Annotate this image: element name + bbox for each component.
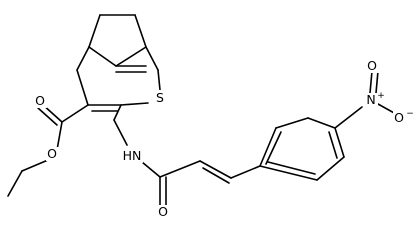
amide-oxygen-label: O xyxy=(158,204,168,219)
bond xyxy=(328,131,338,159)
bond xyxy=(113,119,128,146)
bond xyxy=(259,127,277,167)
molecule-structure-canvas: S O O HN O O N + O − xyxy=(7,14,414,219)
bond xyxy=(88,46,117,67)
bond xyxy=(157,69,161,91)
bond xyxy=(21,159,49,172)
bond xyxy=(113,104,122,121)
bond xyxy=(76,69,89,106)
bond xyxy=(56,121,63,151)
nitro-oxygen-top-label: O xyxy=(367,58,377,73)
bond xyxy=(267,161,316,175)
bond xyxy=(120,102,149,106)
bond xyxy=(375,70,379,94)
bond xyxy=(88,14,101,48)
bond xyxy=(115,46,147,67)
bond xyxy=(307,117,336,129)
bond xyxy=(369,70,373,94)
bond xyxy=(7,170,23,197)
bond xyxy=(76,46,90,71)
nitro-oxygen-right-label: O xyxy=(394,110,404,125)
bond xyxy=(37,107,58,126)
nitro-oxygen-right-charge: − xyxy=(406,109,414,119)
nitro-nitrogen-charge: + xyxy=(377,91,385,101)
bond xyxy=(275,117,309,129)
bond xyxy=(265,131,282,165)
bond xyxy=(145,46,159,71)
bond xyxy=(159,160,201,178)
sulfur-atom-label: S xyxy=(156,90,164,105)
bond xyxy=(259,165,318,181)
bond xyxy=(134,14,147,48)
amide-nh-label: HN xyxy=(123,148,142,163)
bond xyxy=(202,167,230,184)
bond xyxy=(230,165,261,179)
bond xyxy=(316,156,345,181)
nitro-nitrogen-label: N xyxy=(366,92,375,107)
molecule-svg: S O O HN O O N + O − xyxy=(7,14,414,219)
ester-carbonyl-oxygen-label: O xyxy=(35,93,45,108)
ester-ether-oxygen-label: O xyxy=(47,146,57,161)
bond xyxy=(61,104,89,123)
bond xyxy=(334,127,345,158)
bond xyxy=(141,161,161,178)
bond xyxy=(334,106,363,129)
bond xyxy=(199,160,232,179)
